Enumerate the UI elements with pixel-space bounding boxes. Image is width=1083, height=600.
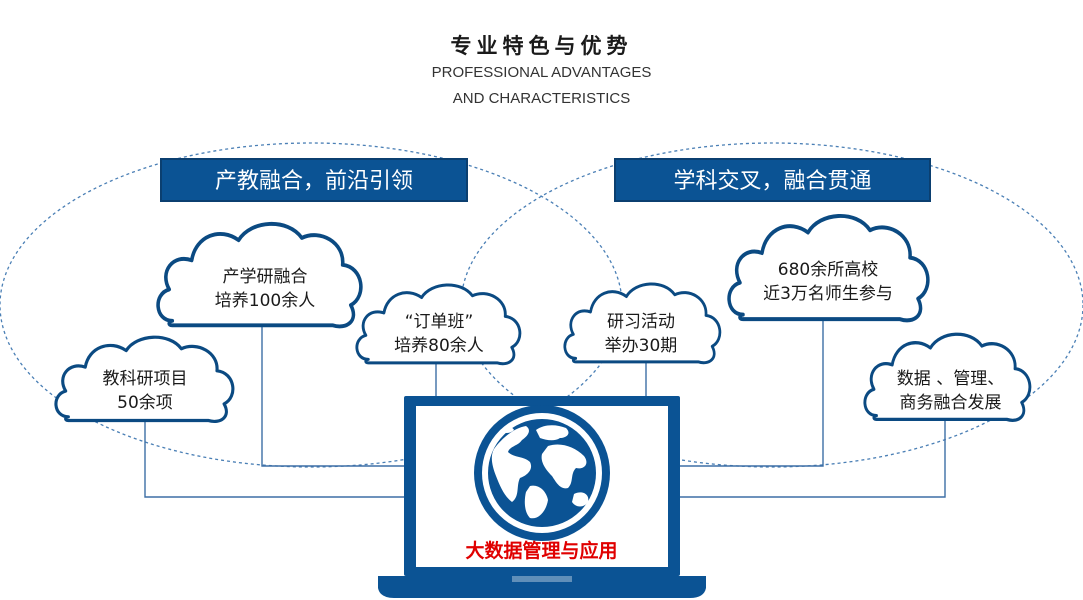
cloud-text-line: 研习活动 <box>607 312 675 332</box>
right-dotted-ellipse <box>460 142 1083 468</box>
cloud-text-line: 举办30期 <box>604 336 678 356</box>
cloud-data-management-text: 数据 、管理、 商务融合发展 <box>868 367 1033 415</box>
globe-icon <box>474 405 610 541</box>
cloud-text-line: 产学研融合 <box>222 267 308 287</box>
laptop-base <box>378 576 706 598</box>
right-banner: 学科交叉，融合贯通 <box>614 158 931 202</box>
laptop-screen-label: 大数据管理与应用 <box>465 540 618 562</box>
subtitle-line-2: AND CHARACTERISTICS <box>452 90 631 107</box>
connector-lines <box>144 316 946 498</box>
cloud-study-activities-text: 研习活动 举办30期 <box>566 310 716 358</box>
cloud-text-line: 680余所高校 <box>777 260 879 280</box>
cloud-text-line: 数据 、管理、 <box>896 369 1005 389</box>
page-title: 专业特色与优势 <box>450 34 633 58</box>
cloud-research-projects-text: 教科研项目 50余项 <box>60 367 230 415</box>
cloud-order-class-text: “订单班” 培养80余人 <box>364 310 514 358</box>
left-banner: 产教融合，前沿引领 <box>160 158 468 202</box>
cloud-text-line: 50余项 <box>117 393 173 413</box>
cloud-industry-research-text: 产学研融合 培养100余人 <box>170 265 360 313</box>
subtitle-line-1: PROFESSIONAL ADVANTAGES <box>431 64 652 81</box>
cloud-text-line: 教科研项目 <box>102 369 188 389</box>
cloud-text-line: “订单班” <box>404 312 474 332</box>
cloud-text-line: 培养80余人 <box>394 336 484 356</box>
cloud-text-line: 培养100余人 <box>214 291 316 311</box>
cloud-text-line: 商务融合发展 <box>899 393 1002 413</box>
cloud-text-line: 近3万名师生参与 <box>763 284 893 304</box>
cloud-universities-text: 680余所高校 近3万名师生参与 <box>728 258 928 306</box>
